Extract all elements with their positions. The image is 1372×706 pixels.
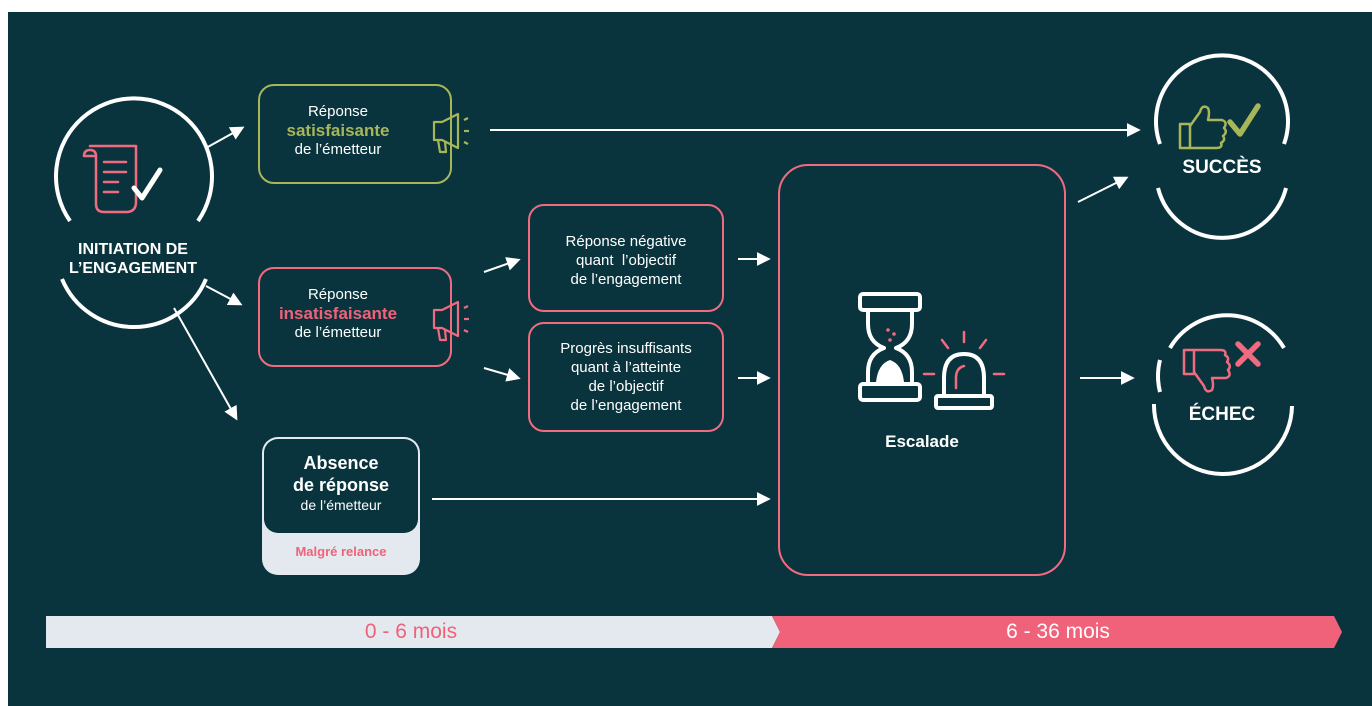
arrow-start-to-insatisfaisante xyxy=(205,285,243,306)
absence-line3: de l’émetteur xyxy=(300,497,382,513)
success-circle xyxy=(1154,53,1290,240)
arrow-escalade-to-success xyxy=(1077,176,1129,203)
insufficient-line: Progrès insuffisants xyxy=(560,340,692,357)
negative-response-box xyxy=(528,204,724,312)
response-satisfaisante-box xyxy=(258,84,452,184)
response-label: Réponse xyxy=(307,103,369,120)
timeline-phase2-label: 6 - 36 mois xyxy=(1006,620,1110,643)
timeline-phase2-bar xyxy=(772,616,1342,648)
response-insatisfaisante-box xyxy=(258,267,452,367)
success-label: SUCCÈS xyxy=(1182,157,1262,178)
hourglass-icon xyxy=(858,292,922,402)
insufficient-line: quant à l’atteinte xyxy=(570,359,682,376)
negative-line: Réponse négative xyxy=(565,233,687,250)
insufficient-progress-text: Progrès insuffisants quant à l’atteinte … xyxy=(528,339,724,415)
absence-footer: Malgré relance xyxy=(295,544,387,559)
thumbs-down-icon xyxy=(1182,348,1231,393)
absence-line2: de réponse xyxy=(292,475,390,495)
response-absence-text: Absence de réponse de l’émetteur xyxy=(264,452,418,514)
start-label: INITIATION DE L’ENGAGEMENT xyxy=(48,240,218,278)
failure-circle xyxy=(1151,313,1294,476)
escalade-label: Escalade xyxy=(885,432,959,451)
negative-line: quant l’objectif xyxy=(575,252,677,269)
process-diagram: INITIATION DE L’ENGAGEMENT Réponse satis… xyxy=(8,12,1372,706)
insufficient-line: de l’objectif xyxy=(588,378,664,395)
cross-icon xyxy=(1235,341,1261,367)
response-insatisfaisante-text: Réponse insatisfaisante de l’émetteur xyxy=(258,285,418,342)
absence-line1: Absence xyxy=(303,453,379,473)
response-quality: satisfaisante xyxy=(286,121,390,140)
response-label: Réponse xyxy=(307,286,369,303)
arrow-start-to-absence xyxy=(173,307,238,421)
megaphone-icon xyxy=(432,112,469,154)
check-icon xyxy=(131,167,163,201)
arrow-insatisfaisante-to-insufficient xyxy=(483,367,521,382)
start-label-line2: L’ENGAGEMENT xyxy=(68,260,197,277)
alarm-light-icon xyxy=(934,352,994,410)
thumbs-up-icon xyxy=(1178,105,1227,150)
timeline-phase1-label: 0 - 6 mois xyxy=(364,620,458,643)
insufficient-line: de l’engagement xyxy=(570,397,682,414)
start-circle xyxy=(54,96,214,329)
megaphone-icon xyxy=(432,300,469,342)
arrow-start-to-satisfaisante xyxy=(205,126,245,149)
escalade-box xyxy=(778,164,1066,576)
response-source: de l’émetteur xyxy=(294,141,382,158)
failure-label: ÉCHEC xyxy=(1188,404,1256,425)
insufficient-progress-box xyxy=(528,322,724,432)
response-source: de l’émetteur xyxy=(294,324,382,341)
connector-layer xyxy=(46,53,1342,648)
scroll-check-icon xyxy=(82,144,138,214)
start-label-line1: INITIATION DE xyxy=(78,241,188,258)
response-absence-inner xyxy=(264,439,418,533)
alarm-rays xyxy=(922,330,1006,390)
negative-line: de l’engagement xyxy=(570,271,682,288)
arrow-insatisfaisante-to-negative xyxy=(483,257,521,273)
negative-response-text: Réponse négative quant l’objectif de l’e… xyxy=(528,232,724,289)
response-satisfaisante-text: Réponse satisfaisante de l’émetteur xyxy=(258,102,418,159)
check-icon xyxy=(1227,103,1261,137)
timeline-phase1-bar xyxy=(46,616,780,648)
hourglass-sand xyxy=(886,328,896,342)
response-quality: insatisfaisante xyxy=(278,304,398,323)
